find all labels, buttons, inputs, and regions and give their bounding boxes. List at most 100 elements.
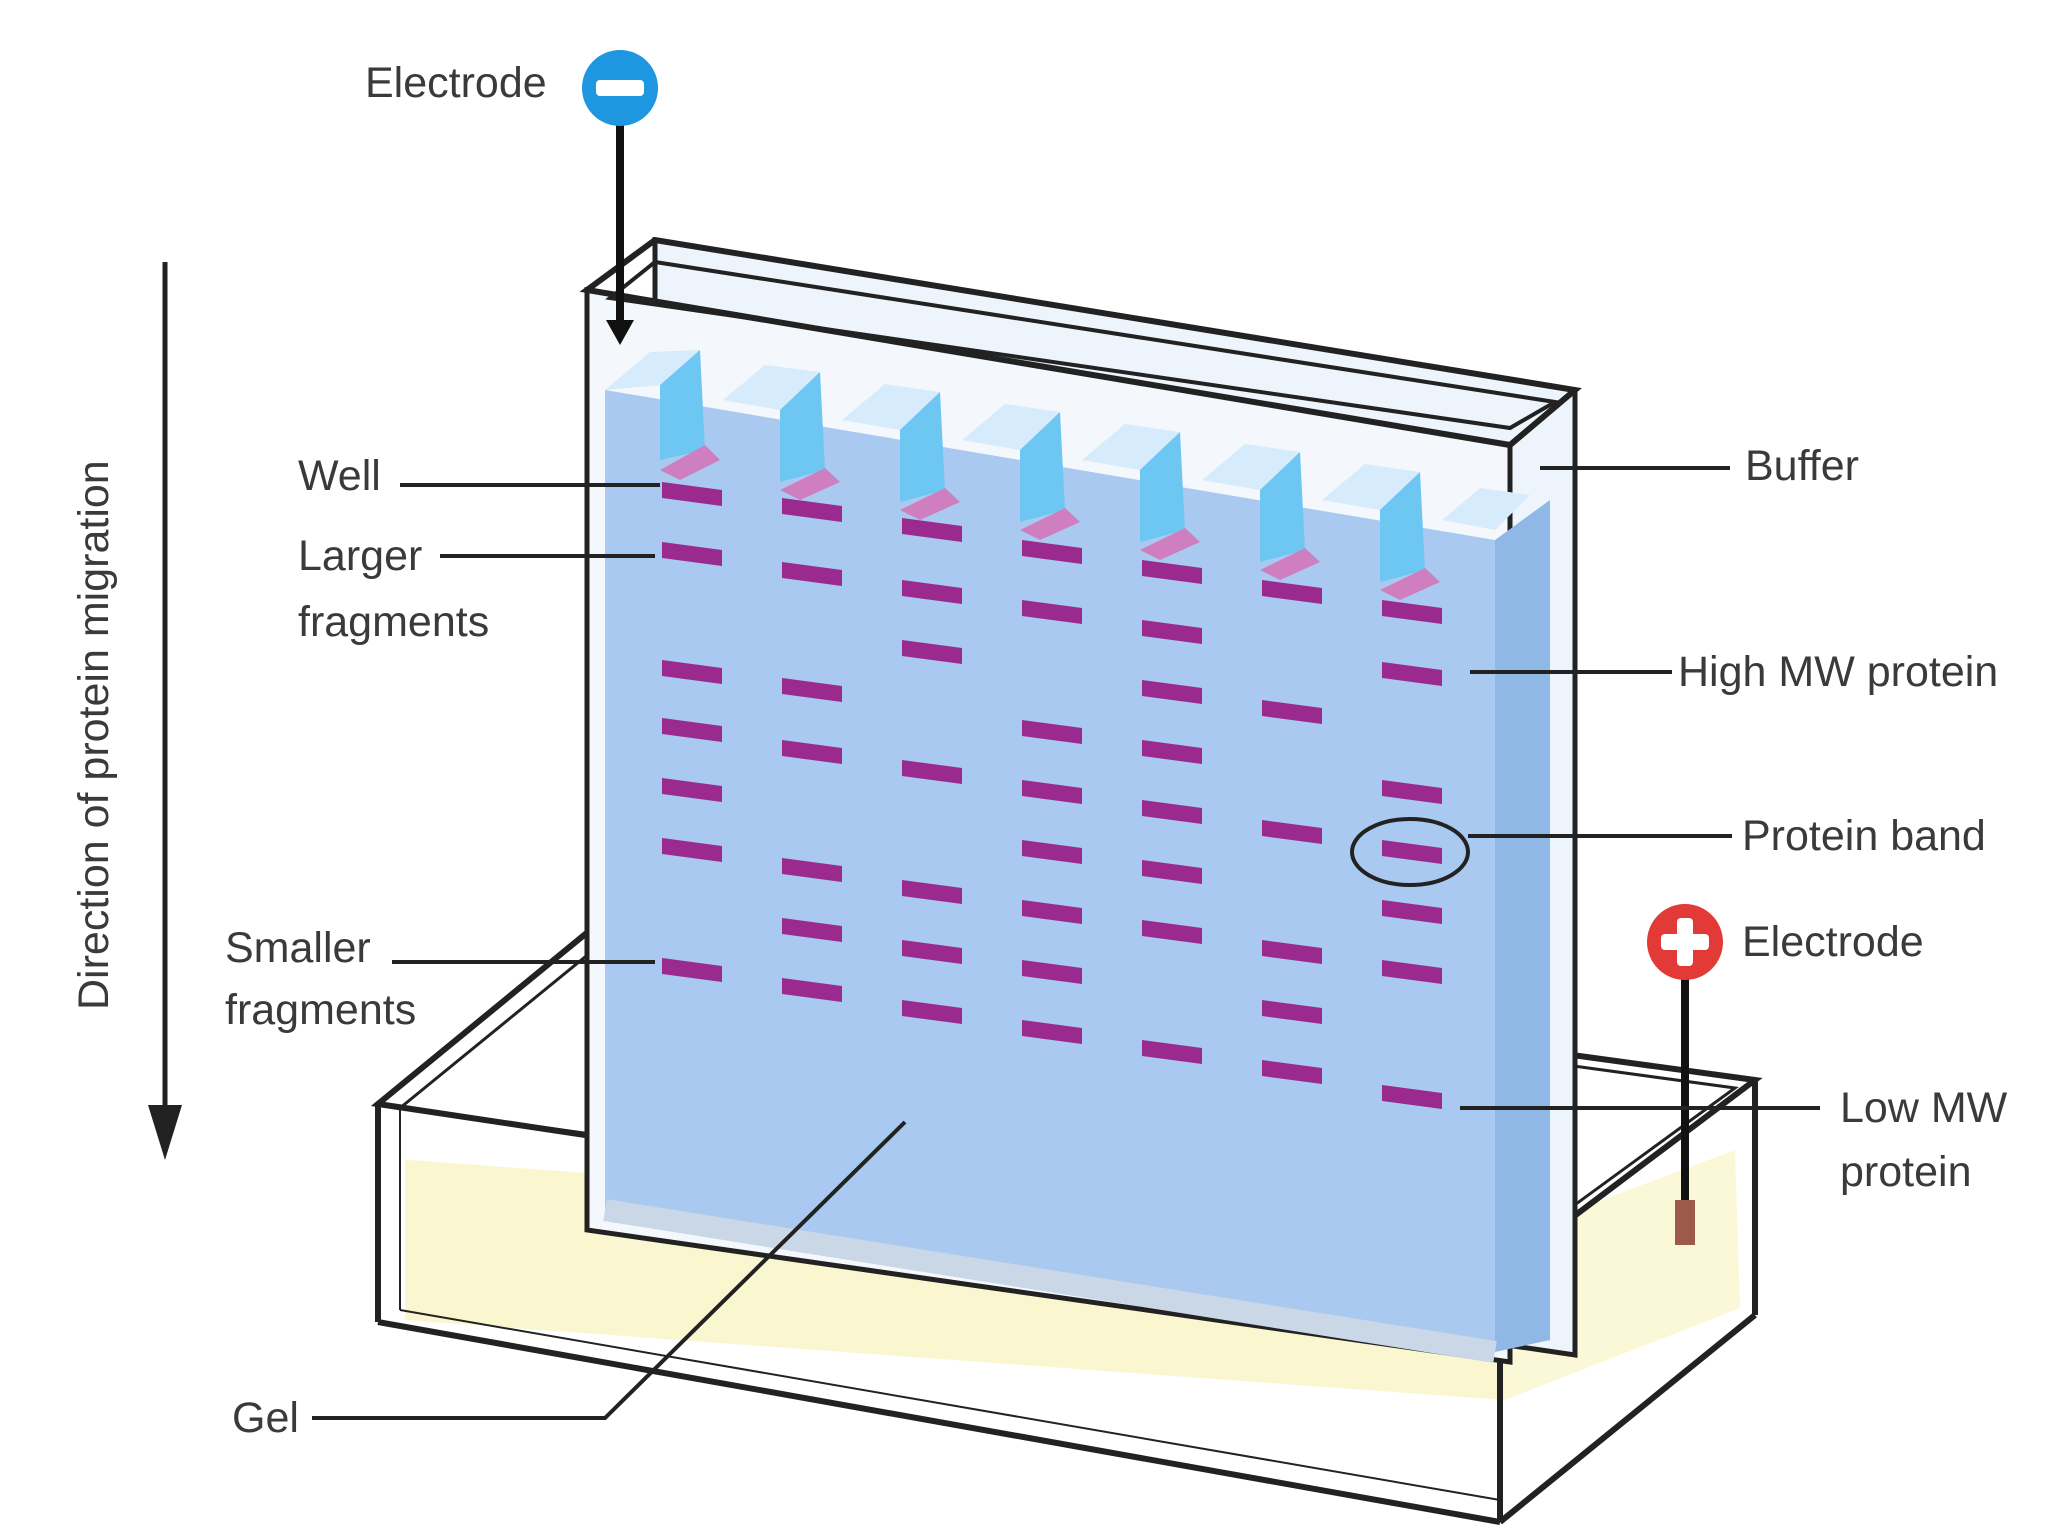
comb-tooth-side	[1020, 412, 1065, 522]
protein-band	[1382, 840, 1442, 864]
negative-electrode	[582, 50, 658, 345]
protein-band	[782, 978, 842, 1002]
protein-band	[782, 678, 842, 702]
low-mw-protein-label-line1: Low MW	[1840, 1084, 2008, 1132]
direction-label: Direction of protein migration	[70, 460, 118, 1010]
protein-band	[1022, 960, 1082, 984]
protein-band	[902, 940, 962, 964]
larger-fragments-label-line1: Larger	[298, 532, 422, 580]
protein-band	[662, 838, 722, 862]
protein-band	[1022, 840, 1082, 864]
gel-leader	[312, 1120, 907, 1420]
cassette-top-rim	[579, 236, 1582, 449]
comb-tooth-side	[780, 372, 825, 482]
protein-band	[782, 918, 842, 942]
protein-band	[1382, 662, 1442, 686]
protein-band	[1142, 680, 1202, 704]
protein-band	[782, 858, 842, 882]
gel-cassette	[579, 236, 1582, 1365]
wells	[660, 445, 1440, 600]
gel-bottom-line	[603, 1199, 1497, 1363]
protein-band	[1022, 900, 1082, 924]
protein-band	[662, 778, 722, 802]
protein-band	[1382, 600, 1442, 624]
well-fill	[1260, 548, 1320, 580]
minus-sign	[596, 80, 644, 96]
comb-tooth-side	[900, 392, 945, 502]
buffer-label: Buffer	[1745, 442, 1859, 490]
protein-band	[1262, 1000, 1322, 1024]
protein-band	[1022, 1020, 1082, 1044]
plus-sign-vertical	[1677, 918, 1693, 966]
protein-band	[1022, 720, 1082, 744]
protein-band	[1142, 560, 1202, 584]
comb-tooth	[1202, 444, 1300, 490]
tank-front-bottom	[377, 1319, 1501, 1525]
protein-band	[782, 740, 842, 764]
comb-tooth	[842, 384, 940, 430]
smaller-fragments-label-line2: fragments	[225, 986, 416, 1034]
protein-band	[662, 542, 722, 566]
well-fill	[900, 488, 960, 520]
protein-bands	[662, 482, 1442, 1109]
high-mw-protein-label: High MW protein	[1678, 648, 1998, 696]
protein-band	[1382, 780, 1442, 804]
comb-tooth	[1082, 424, 1180, 470]
negative-electrode-tip	[606, 320, 634, 345]
protein-band	[1022, 540, 1082, 564]
protein-band-label: Protein band	[1742, 812, 1986, 860]
protein-band	[782, 562, 842, 586]
well-fill	[1020, 508, 1080, 540]
comb-tooth	[962, 404, 1060, 450]
protein-band	[1142, 1040, 1202, 1064]
well-label: Well	[298, 452, 381, 500]
gel-label: Gel	[232, 1394, 299, 1442]
protein-band	[1142, 740, 1202, 764]
protein-band	[902, 880, 962, 904]
larger-fragments-label-line2: fragments	[298, 598, 489, 646]
comb-tooth	[1322, 464, 1420, 510]
cassette-top-rim-inner	[605, 259, 1561, 431]
migration-direction-arrow	[148, 262, 182, 1160]
gel-body	[605, 390, 1495, 1352]
protein-band-highlight-ellipse	[1350, 817, 1470, 887]
protein-band	[1262, 580, 1322, 604]
smaller-fragments-label-line1: Smaller	[225, 924, 371, 972]
protein-band	[902, 640, 962, 664]
protein-band	[1262, 940, 1322, 964]
protein-band	[1142, 620, 1202, 644]
comb-tooth	[605, 350, 700, 390]
protein-band	[662, 482, 722, 506]
protein-band	[902, 580, 962, 604]
comb-tooth-side	[660, 350, 705, 460]
protein-band	[902, 760, 962, 784]
gel-side	[1495, 500, 1550, 1352]
arrow-head	[148, 1105, 182, 1160]
comb-tooth	[1442, 488, 1530, 530]
well-fill	[1380, 568, 1440, 600]
protein-band	[1022, 600, 1082, 624]
electrode-bottom-label: Electrode	[1742, 918, 1924, 966]
well-fill	[1140, 528, 1200, 560]
protein-band	[1262, 700, 1322, 724]
leader-lines	[312, 466, 1820, 1420]
comb-tooth	[723, 365, 820, 410]
protein-band	[1382, 1085, 1442, 1109]
protein-band	[1262, 820, 1322, 844]
protein-band	[1142, 800, 1202, 824]
tank-inner-floor	[399, 1309, 1501, 1501]
protein-band	[662, 718, 722, 742]
protein-band	[902, 1000, 962, 1024]
protein-band	[1262, 1060, 1322, 1084]
protein-band	[662, 660, 722, 684]
positive-electrode-tip	[1675, 1200, 1695, 1245]
electrode-top-label: Electrode	[365, 59, 547, 107]
protein-band	[782, 498, 842, 522]
comb-tooth-side	[1140, 432, 1185, 542]
well-fill	[660, 445, 720, 480]
protein-band	[1382, 960, 1442, 984]
comb-tooth-side	[1260, 452, 1305, 562]
protein-band	[902, 518, 962, 542]
comb-tooth-side	[1380, 472, 1425, 582]
